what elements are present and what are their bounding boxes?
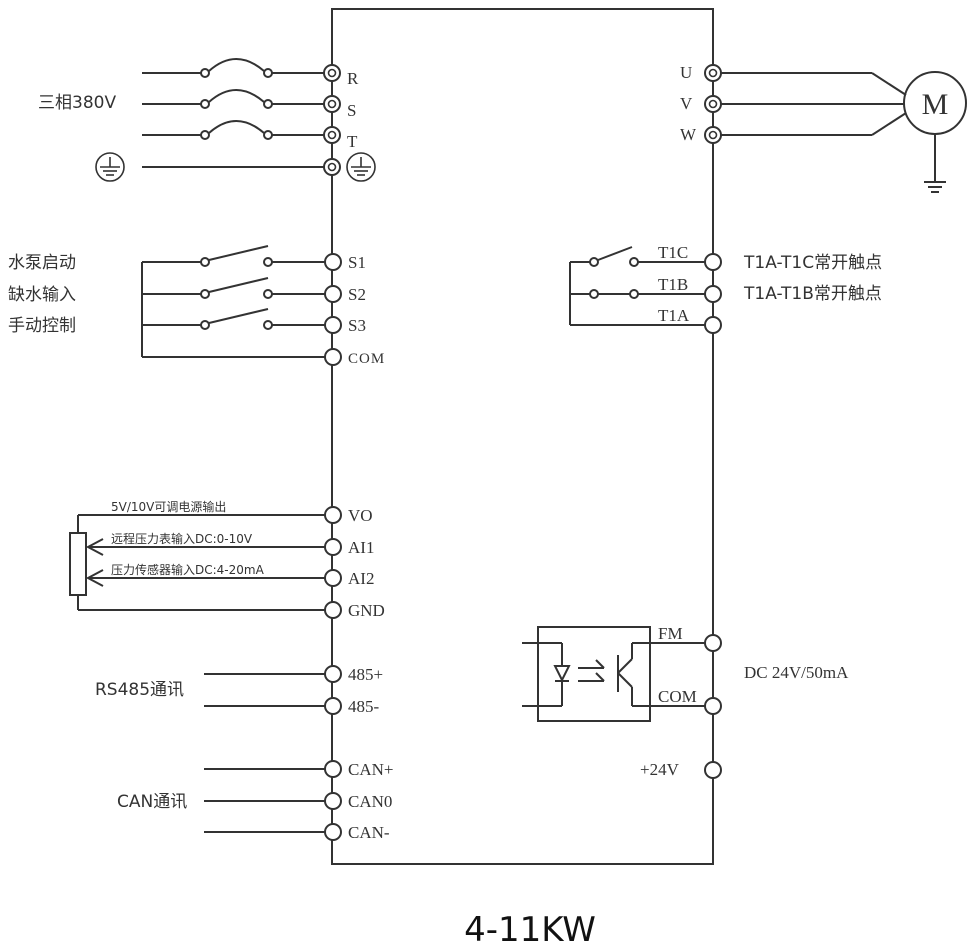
terminal-can-plus-label: CAN+	[348, 760, 393, 779]
terminal-fm	[704, 634, 722, 652]
input-label-manual-control: 手动控制	[8, 316, 76, 336]
terminal-t: T	[323, 126, 358, 151]
terminal-s3-label: S3	[348, 316, 366, 335]
terminal-485-minus-label: 485-	[348, 697, 380, 716]
terminal-t1a-label: T1A	[658, 306, 690, 325]
terminal-v-label: V	[680, 94, 693, 113]
optocoupler-icon	[522, 626, 705, 722]
input-label-pump-start: 水泵启动	[8, 253, 76, 273]
terminal-s-label: S	[347, 101, 356, 120]
terminal-485-plus: 485+	[324, 665, 383, 684]
terminal-t1a	[704, 316, 722, 334]
terminal-can-plus: CAN+	[324, 760, 393, 779]
terminal-ai2-label: AI2	[348, 569, 374, 588]
terminal-s2-label: S2	[348, 285, 366, 304]
motor-ground-icon	[924, 134, 946, 193]
relay-contact-t1b: T1B	[570, 275, 705, 299]
terminal-s1-label: S1	[348, 253, 366, 272]
terminal-can0-label: CAN0	[348, 792, 392, 811]
relay-output-section: T1C T1B T1A T1A-T1C常开触点 T1A-T1B常开触点	[569, 243, 882, 334]
can-section: CAN通讯 CAN+ CAN0 CAN-	[117, 760, 393, 842]
relay-label-t1a-t1b: T1A-T1B常开触点	[743, 284, 882, 304]
terminal-com-output-label: COM	[658, 687, 697, 706]
terminal-485-plus-label: 485+	[348, 665, 383, 684]
terminal-can0: CAN0	[324, 792, 392, 811]
terminal-pe	[323, 158, 341, 176]
fm-rating-label: DC 24V/50mA	[744, 663, 849, 682]
motor-icon: M	[903, 71, 967, 135]
can-label: CAN通讯	[117, 792, 187, 812]
terminal-s2: S2	[324, 285, 366, 304]
relay-contact-t1c: T1C	[570, 243, 705, 267]
terminal-v: V	[680, 94, 904, 113]
switch-s2	[142, 277, 325, 299]
terminal-t1b	[704, 285, 722, 303]
terminal-can-minus-label: CAN-	[348, 823, 390, 842]
terminal-s: S	[323, 95, 356, 120]
fuse-t	[142, 120, 324, 140]
terminal-w: W	[680, 112, 907, 144]
analog-label-vo: 5V/10V可调电源输出	[111, 499, 226, 514]
motor-label: M	[922, 88, 949, 121]
fuse-s	[142, 89, 324, 109]
terminal-com-input: COM	[324, 348, 385, 367]
arrow-ai1	[85, 538, 325, 556]
analog-label-ai2: 压力传感器输入DC:4-20mA	[111, 562, 265, 577]
terminal-s1: S1	[324, 253, 366, 272]
power-input-section: 三相380V	[38, 58, 376, 182]
terminal-fm-label: FM	[658, 624, 683, 643]
power-input-label: 三相380V	[38, 93, 116, 113]
terminal-24v	[704, 761, 722, 779]
relay-label-t1a-t1c: T1A-T1C常开触点	[743, 253, 882, 273]
terminal-w-label: W	[680, 125, 697, 144]
rs485-section: RS485通讯 485+ 485-	[95, 665, 383, 716]
terminal-t1c	[704, 253, 722, 271]
terminal-s3: S3	[324, 316, 366, 335]
terminal-pe-ground-icon	[346, 152, 376, 182]
switch-s1	[142, 245, 325, 267]
protective-earth-icon	[95, 152, 125, 182]
terminal-vo: VO	[324, 506, 373, 525]
fuse-r	[142, 58, 324, 78]
terminal-t1b-label: T1B	[658, 275, 688, 294]
terminal-com-input-label: COM	[348, 351, 385, 367]
motor-output-section: U V W M	[680, 63, 967, 193]
terminal-ai1-label: AI1	[348, 538, 374, 557]
analog-label-ai1: 远程压力表输入DC:0-10V	[111, 531, 253, 546]
analog-section: 5V/10V可调电源输出 远程压力表输入DC:0-10V 压力传感器输入DC:4…	[69, 499, 385, 620]
terminal-gnd-label: GND	[348, 601, 385, 620]
potentiometer-icon	[69, 514, 325, 611]
input-label-water-shortage: 缺水输入	[8, 285, 76, 305]
fm-output-section: FM COM DC 24V/50mA +24V	[522, 624, 849, 779]
digital-inputs-section: 水泵启动 缺水输入 手动控制 S1	[8, 245, 385, 367]
terminal-485-minus: 485-	[324, 697, 380, 716]
inverter-box	[331, 8, 714, 865]
terminal-ai1: AI1	[324, 538, 374, 557]
terminal-u: U	[680, 63, 907, 96]
terminal-r: R	[323, 64, 359, 88]
rs485-label: RS485通讯	[95, 680, 184, 700]
terminal-vo-label: VO	[348, 506, 373, 525]
arrow-ai2	[85, 569, 325, 587]
terminal-24v-label: +24V	[640, 760, 680, 779]
terminal-com-output	[704, 697, 722, 715]
terminal-t1c-label: T1C	[658, 243, 688, 262]
terminal-ai2: AI2	[324, 569, 374, 588]
terminal-r-label: R	[347, 69, 359, 88]
terminal-u-label: U	[680, 63, 692, 82]
terminal-t-label: T	[347, 132, 358, 151]
diagram-title: 4-11KW	[464, 910, 596, 943]
terminal-gnd: GND	[324, 601, 385, 620]
relay-contact-t1a: T1A	[570, 306, 705, 326]
switch-s3	[142, 308, 325, 330]
terminal-can-minus: CAN-	[324, 823, 390, 842]
